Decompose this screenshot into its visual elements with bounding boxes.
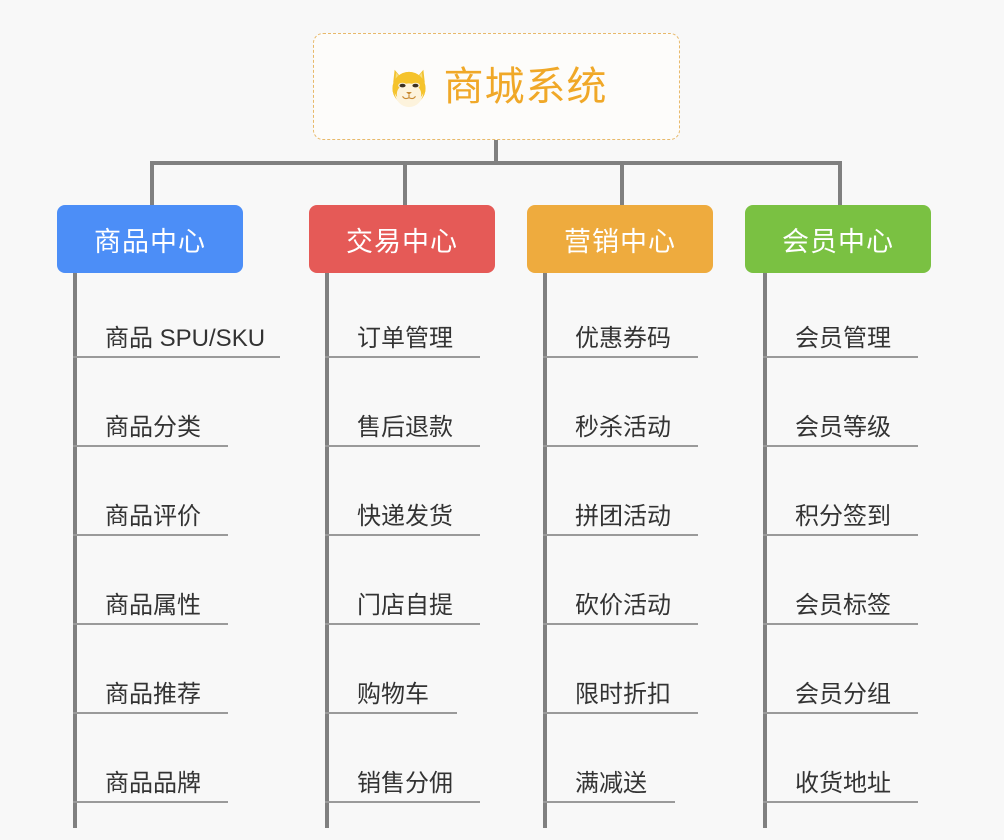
category-label-2: 交易中心 [346,226,458,257]
leaf-label: 商品推荐 [105,680,201,708]
leaf-item[interactable]: 商品 SPU/SKU [73,269,280,358]
leaf-item[interactable]: 会员标签 [763,536,918,625]
leaf-label: 售后退款 [357,413,453,441]
leaf-label: 满减送 [575,769,647,797]
leaf-item[interactable]: 快递发货 [325,447,480,536]
branch-spine-4 [763,273,767,828]
category-box-1[interactable]: 商品中心 [57,205,243,273]
leaf-item[interactable]: 拼团活动 [543,447,698,536]
root-node[interactable]: 商城系统 [313,33,680,140]
leaf-label: 销售分佣 [357,769,453,797]
leaf-label: 门店自提 [357,591,453,619]
leaf-item[interactable]: 会员管理 [763,269,918,358]
leaf-label: 商品属性 [105,591,201,619]
root-title: 商城系统 [443,64,608,109]
leaf-item[interactable]: 商品推荐 [73,625,228,714]
leaf-label: 会员等级 [795,413,891,441]
leaf-item[interactable]: 会员等级 [763,358,918,447]
leaf-item[interactable]: 限时折扣 [543,625,698,714]
leaf-label: 商品分类 [105,413,201,441]
branch-spine-2 [325,273,329,828]
leaf-label: 会员标签 [795,591,891,619]
shiba-dog-emoji-icon [391,69,426,107]
leaf-item[interactable]: 满减送 [543,714,675,803]
leaf-item[interactable]: 商品评价 [73,447,228,536]
branch-spine-1 [73,273,77,828]
leaf-label: 商品 SPU/SKU [105,324,266,352]
leaf-label: 快递发货 [357,502,453,530]
leaf-label: 会员分组 [795,680,891,708]
leaf-item[interactable]: 商品品牌 [73,714,228,803]
branch-spine-3 [543,273,547,828]
leaf-label: 限时折扣 [575,680,671,708]
leaf-item[interactable]: 售后退款 [325,358,480,447]
leaf-label: 优惠券码 [575,324,671,352]
branch-drop-connector-3 [620,161,624,207]
leaf-item[interactable]: 商品分类 [73,358,228,447]
leaf-item[interactable]: 会员分组 [763,625,918,714]
leaf-label: 积分签到 [795,502,891,530]
leaf-item[interactable]: 商品属性 [73,536,228,625]
horizontal-bus-connector [150,161,842,165]
leaf-label: 收货地址 [795,769,891,797]
leaf-item[interactable]: 秒杀活动 [543,358,698,447]
leaf-item[interactable]: 收货地址 [763,714,918,803]
leaf-label: 商品评价 [105,502,201,530]
leaf-item[interactable]: 砍价活动 [543,536,698,625]
leaf-item[interactable]: 销售分佣 [325,714,480,803]
leaf-item[interactable]: 购物车 [325,625,457,714]
category-box-4[interactable]: 会员中心 [745,205,931,273]
root-stem-connector [494,140,498,163]
category-box-3[interactable]: 营销中心 [527,205,713,273]
leaf-label: 订单管理 [357,324,453,352]
branch-drop-connector-4 [838,161,842,207]
leaf-label: 会员管理 [795,324,891,352]
category-box-2[interactable]: 交易中心 [309,205,495,273]
branch-drop-connector-2 [403,161,407,207]
leaf-item[interactable]: 订单管理 [325,269,480,358]
leaf-item[interactable]: 优惠券码 [543,269,698,358]
leaf-label: 秒杀活动 [575,413,671,441]
leaf-label: 砍价活动 [575,591,671,619]
leaf-label: 商品品牌 [105,769,201,797]
category-label-3: 营销中心 [564,226,676,257]
category-label-4: 会员中心 [782,226,894,257]
leaf-item[interactable]: 积分签到 [763,447,918,536]
leaf-label: 拼团活动 [575,502,671,530]
leaf-item[interactable]: 门店自提 [325,536,480,625]
category-label-1: 商品中心 [94,226,206,257]
branch-drop-connector-1 [150,161,154,207]
leaf-label: 购物车 [357,680,429,708]
